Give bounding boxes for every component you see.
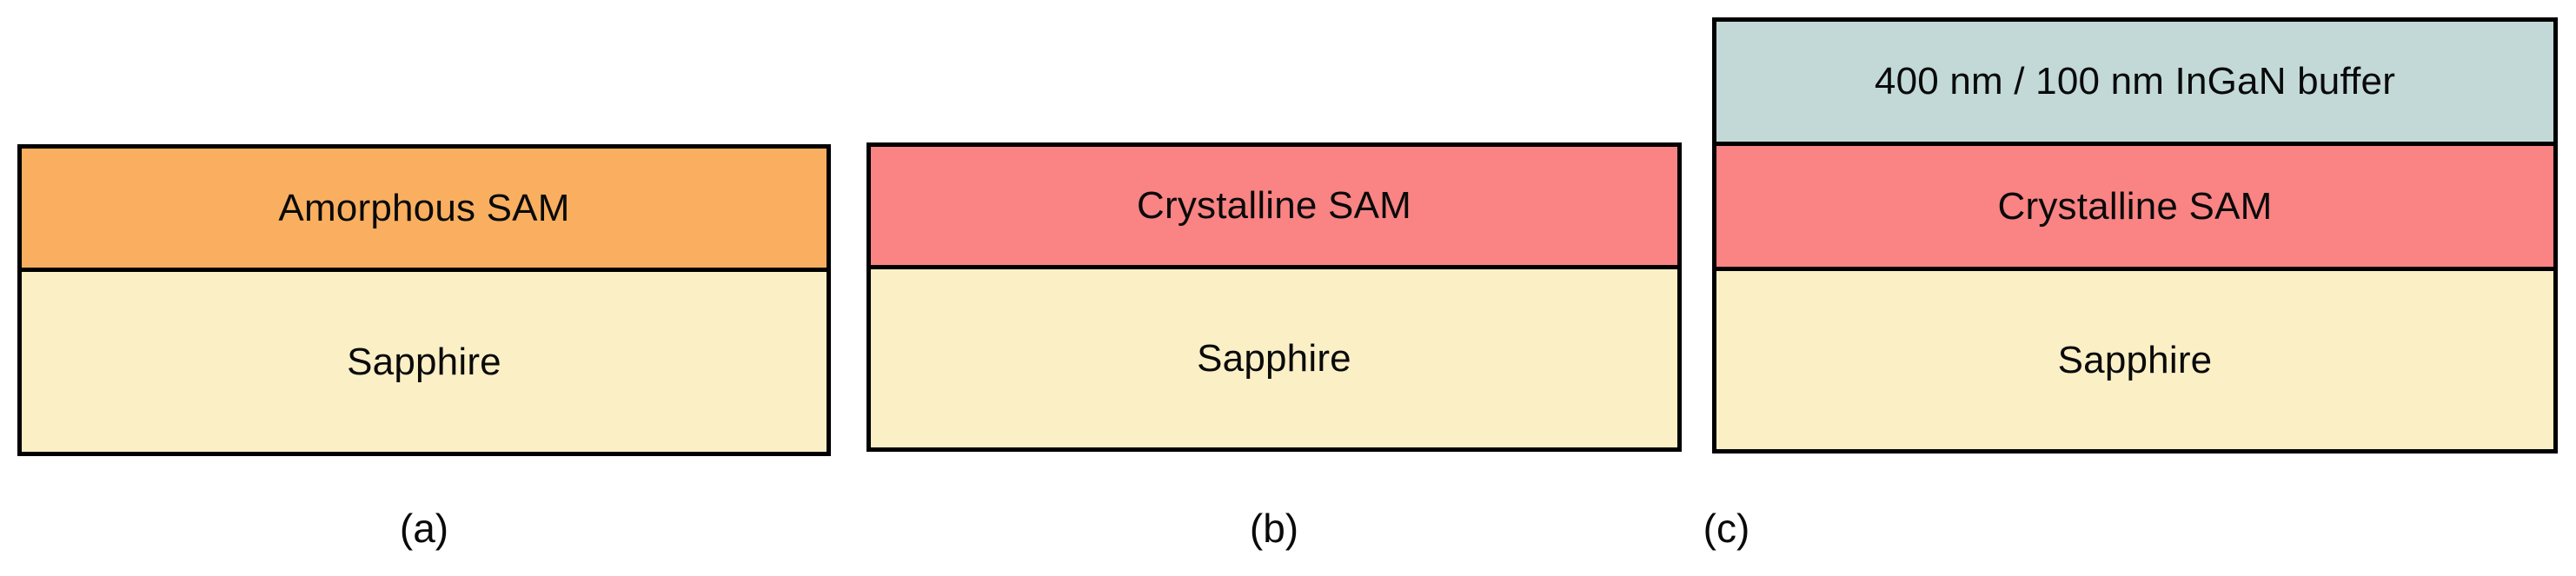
- layer-amorphous-sam: Amorphous SAM: [17, 144, 831, 272]
- layer-sapphire: Sapphire: [17, 272, 831, 456]
- layer-crystalline-sam: Crystalline SAM: [1712, 146, 2558, 271]
- layer-sapphire-label: Sapphire: [347, 340, 501, 383]
- panel-a-caption: (a): [399, 506, 449, 551]
- layer-sapphire-label: Sapphire: [2057, 338, 2213, 381]
- layer-crystalline-sam: Crystalline SAM: [866, 142, 1682, 269]
- panel-b: Crystalline SAM Sapphire (b): [866, 0, 1682, 576]
- layer-crystalline-sam-label: Crystalline SAM: [1997, 184, 2273, 228]
- panel-b-caption: (b): [1249, 506, 1299, 551]
- layer-ingan-buffer-label: 400 nm / 100 nm InGaN buffer: [1874, 60, 2396, 103]
- panel-c: 400 nm / 100 nm InGaN buffer Crystalline…: [1703, 0, 2558, 576]
- layer-crystalline-sam-label: Crystalline SAM: [1137, 184, 1411, 227]
- panel-a: Amorphous SAM Sapphire (a): [17, 0, 831, 576]
- layer-sapphire: Sapphire: [866, 269, 1682, 452]
- layer-sapphire-label: Sapphire: [1197, 336, 1351, 380]
- layer-amorphous-sam-label: Amorphous SAM: [278, 186, 570, 229]
- layer-ingan-buffer: 400 nm / 100 nm InGaN buffer: [1712, 17, 2558, 146]
- layer-sapphire: Sapphire: [1712, 271, 2558, 454]
- panel-c-caption: (c): [1703, 506, 1750, 551]
